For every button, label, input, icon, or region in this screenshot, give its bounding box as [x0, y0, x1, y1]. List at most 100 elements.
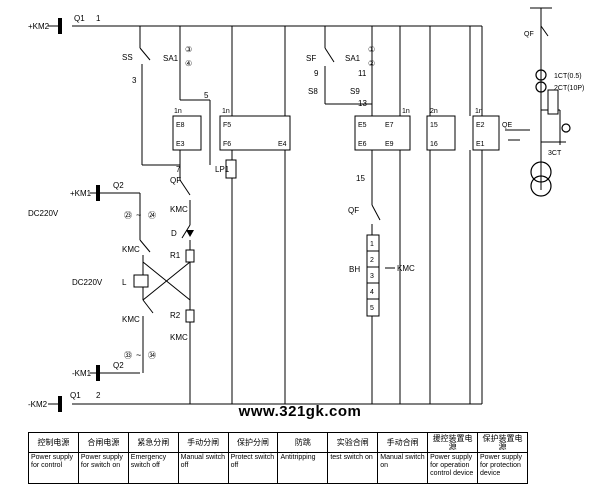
- legend-en-cell: Power supply for operation control devic…: [427, 452, 479, 484]
- legend-en-cell: Emergency switch off: [127, 452, 179, 484]
- b5-t1: E2: [476, 122, 485, 129]
- wire-15: 15: [356, 174, 365, 183]
- legend-cn-cell: 手动合闸: [377, 432, 429, 453]
- legend-cn-cell: 援控装置电源: [427, 432, 479, 453]
- sa1-right-label: SA1: [345, 54, 361, 63]
- wire-5: 5: [204, 91, 209, 100]
- kmc-lower-label: KMC: [170, 333, 188, 342]
- legend-en-cell: test switch on: [327, 452, 379, 484]
- circ-24: ㉔: [148, 211, 156, 220]
- legend-cn-cell: 合闸电源: [77, 432, 129, 453]
- b1-t2: E3: [176, 141, 185, 148]
- b4-top: 2n: [430, 108, 438, 115]
- wire-13: 13: [358, 99, 367, 108]
- km1-plus-plate: [96, 185, 100, 201]
- legend-en-cell: Power supply for protection device: [477, 452, 528, 484]
- r1-label: R1: [170, 251, 181, 260]
- legend-cn-cell: 紧急分闸: [127, 432, 179, 453]
- km2-bottom-label: -KM2: [28, 400, 48, 409]
- wire-9: 9: [314, 69, 319, 78]
- wire-s8: S8: [308, 87, 318, 96]
- circ-33: ㉝: [124, 351, 132, 360]
- b3-t1: E5: [358, 122, 367, 129]
- terminal-block-4: [426, 115, 456, 151]
- km1-plus-label: +KM1: [70, 189, 92, 198]
- b2-t2: F6: [223, 141, 231, 148]
- legend-cn-cell: 实验合闸: [327, 432, 379, 453]
- q1-top-label: Q1: [74, 14, 85, 23]
- transformer-circle-top: [530, 161, 552, 183]
- wire-3: 3: [132, 76, 137, 85]
- kmc-bridge-upper-label: KMC: [122, 245, 140, 254]
- bh-pin-5: 5: [370, 305, 374, 312]
- bh-label: BH: [349, 265, 360, 274]
- bh-pin-2: 2: [370, 257, 374, 264]
- primary-qf: QF: [524, 31, 534, 38]
- km2-bottom-plate: [58, 396, 62, 412]
- b2-t1: F5: [223, 122, 231, 129]
- q2-lower-label: Q2: [113, 361, 124, 370]
- legend-row-chinese: 控制电源 合闸电源 紧急分闸 手动分闸 保护分闸 防跳 实验合闸 手动合闸 援控…: [28, 432, 528, 453]
- legend-en-cell: Antitripping: [277, 452, 329, 484]
- b3-t2: E7: [385, 122, 394, 129]
- circ-34: ㉞: [148, 351, 156, 360]
- legend-cn-cell: 保护装置电源: [477, 432, 528, 453]
- coil-l: [133, 274, 149, 288]
- km2-top-plate: [58, 18, 62, 34]
- sa1-left-label: SA1: [163, 54, 179, 63]
- contact-c2: ②: [368, 59, 375, 68]
- b2-t3: E4: [278, 141, 287, 148]
- b5-t2: E1: [476, 141, 485, 148]
- kmc-left-label: KMC: [170, 205, 188, 214]
- bh-pin-4: 4: [370, 289, 374, 296]
- kmc-bridge-lower-label: KMC: [122, 315, 140, 324]
- l-label: L: [122, 278, 127, 287]
- primary-ct2: 2CT(10P): [554, 85, 584, 92]
- legend-cn-cell: 控制电源: [28, 432, 79, 453]
- q1-bottom-label: Q1: [70, 391, 81, 400]
- terminal-block-1: [172, 115, 202, 151]
- d-label: D: [171, 229, 177, 238]
- b5-top: 1n: [475, 108, 483, 115]
- resistor-r1: [185, 249, 195, 263]
- primary-ct3: 3CT: [548, 150, 562, 157]
- ss-label: SS: [122, 53, 133, 62]
- q2-upper-label: Q2: [113, 181, 124, 190]
- transformer-circle-bottom: [530, 175, 552, 197]
- primary-ct1: 1CT(0.5): [554, 73, 582, 80]
- wire-7: 7: [176, 165, 181, 174]
- b4-t2: 16: [430, 141, 438, 148]
- sf-label: SF: [306, 54, 316, 63]
- qf-left-label: QF: [170, 176, 181, 185]
- b3-top: 1n: [402, 108, 410, 115]
- contact-c4: ④: [185, 59, 192, 68]
- primary-fuse: [547, 89, 559, 115]
- watermark: www.321gk.com: [238, 403, 362, 420]
- legend-cn-cell: 手动分闸: [177, 432, 229, 453]
- b1-top: 1n: [174, 108, 182, 115]
- legend-cn-cell: 保护分闸: [227, 432, 279, 453]
- qf-right-label: QF: [348, 206, 359, 215]
- kmc-right-label: KMC: [397, 264, 415, 273]
- legend-en-cell: Protect switch off: [227, 452, 279, 484]
- bh-pin-3: 3: [370, 273, 374, 280]
- tilde-lower: ~: [136, 350, 141, 360]
- km1-minus-label: -KM1: [72, 369, 92, 378]
- contact-c3: ③: [185, 45, 192, 54]
- km2-top-label: +KM2: [28, 22, 50, 31]
- dc-lower-label: DC220V: [72, 278, 103, 287]
- legend-en-cell: Power supply for control: [28, 452, 79, 484]
- qe-label: QE: [502, 122, 512, 129]
- bh-block: [366, 234, 380, 317]
- legend-row-english: Power supply for control Power supply fo…: [28, 452, 528, 484]
- km1-minus-plate: [96, 365, 100, 381]
- legend-en-cell: Manual switch on: [377, 452, 429, 484]
- wire-11: 11: [358, 69, 367, 78]
- lp1-label: LP1: [215, 165, 230, 174]
- b2-top: 1n: [222, 108, 230, 115]
- bh-pin-1: 1: [370, 241, 374, 248]
- dc-upper-label: DC220V: [28, 209, 59, 218]
- terminal-block-3: [354, 115, 411, 151]
